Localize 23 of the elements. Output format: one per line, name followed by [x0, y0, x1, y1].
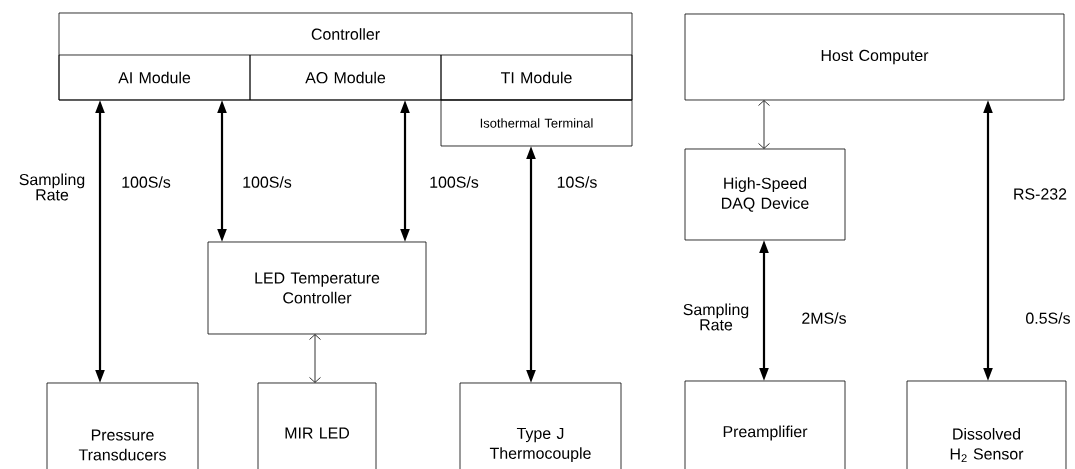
led-box: MIR LED	[257, 382, 377, 469]
edge-label: 100S/s	[120, 175, 172, 189]
amplifier-box: Preamplifier	[684, 380, 846, 469]
computer-box: Host Computer	[684, 13, 1065, 101]
module-box: TI Module	[440, 54, 633, 101]
edge-label: RS-232	[1012, 187, 1068, 201]
edge-label: 100S/s	[428, 175, 480, 189]
sensor-box: Pressure Transducers	[46, 382, 199, 469]
module-box: AI Module	[58, 54, 251, 101]
controller-box: LED Temperature Controller	[207, 241, 427, 335]
rate-label: Sampling Rate	[683, 303, 749, 331]
rate-label: 0.5S/s	[1026, 312, 1070, 324]
terminal-box: Isothermal Terminal	[440, 99, 633, 147]
edge-label: 10S/s	[555, 175, 599, 189]
edge-label: 100S/s	[241, 175, 293, 189]
arrow	[309, 334, 321, 383]
rate-label: Sampling Rate	[19, 173, 85, 201]
module-box: AO Module	[249, 54, 442, 101]
sensor-box: Dissolved H$_{2}$ Sensor	[906, 380, 1067, 469]
arrow	[758, 100, 770, 149]
edge-label: 2MS/s	[800, 311, 848, 325]
sensor-box: Type J Thermocouple	[459, 382, 622, 469]
device-box: High-Speed DAQ Device	[684, 148, 846, 241]
